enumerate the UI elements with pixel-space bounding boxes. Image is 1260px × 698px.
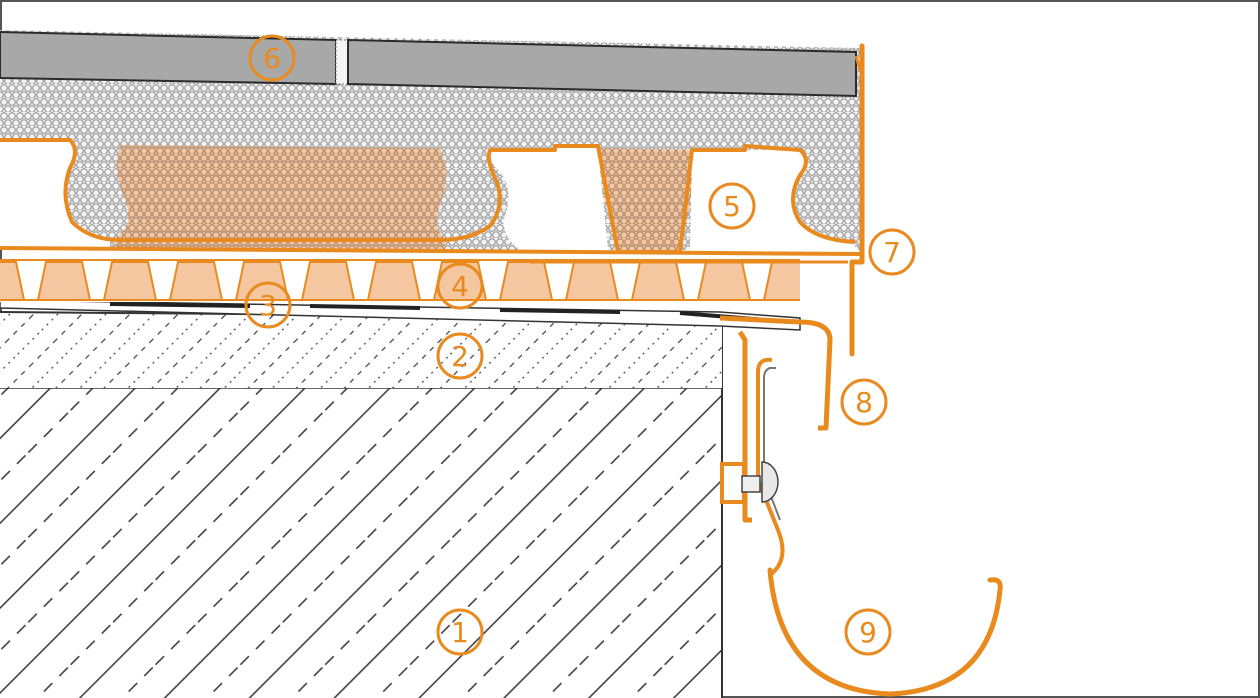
drip-edge-profile [719, 315, 833, 431]
callout-circle [248, 34, 296, 82]
callout-label: 4 [451, 270, 469, 303]
callout-label: 6 [263, 42, 281, 75]
drainage-stud [102, 261, 158, 301]
waterproofing-membrane [0, 299, 801, 331]
mortar-column-right [598, 148, 692, 252]
drainage-stud [630, 261, 686, 301]
callout-4: 4 [436, 262, 484, 310]
callout-circle [840, 378, 888, 426]
callout-3: 3 [244, 281, 292, 329]
callout-label: 9 [859, 616, 877, 649]
callout-2: 2 [436, 332, 484, 380]
callout-7: 7 [868, 228, 916, 276]
callout-label: 5 [723, 190, 741, 223]
support-cavity-left [0, 140, 110, 248]
mortar-column-left [115, 145, 446, 250]
support-mat-outline [0, 138, 856, 254]
callout-label: 8 [855, 386, 873, 419]
callout-5: 5 [708, 182, 756, 230]
drainage-stud [168, 261, 224, 301]
support-cavity-middle [488, 148, 608, 250]
callout-label: 1 [451, 616, 469, 649]
screed-layer [0, 312, 722, 388]
tile-joint [335, 39, 349, 85]
gutter [767, 567, 1003, 697]
callout-1: 1 [436, 608, 484, 656]
drainage-mat [0, 259, 800, 302]
callout-label: 2 [451, 340, 469, 373]
callout-circle [436, 262, 484, 310]
drainage-stud [366, 261, 422, 301]
screw-head [741, 475, 761, 493]
drainage-stud [36, 261, 92, 301]
callout-circle [436, 332, 484, 380]
callout-6: 6 [248, 34, 296, 82]
callout-markers: 1 2 3 4 5 6 7 8 9 [244, 34, 916, 656]
drainage-stud [696, 261, 752, 301]
drainage-stud [564, 261, 620, 301]
callout-label: 3 [259, 289, 277, 322]
support-cavity-right [690, 150, 855, 250]
callout-8: 8 [840, 378, 888, 426]
drainage-stud [762, 261, 800, 301]
callout-circle [708, 182, 756, 230]
tile-right [347, 38, 857, 98]
callout-circle [244, 281, 292, 329]
callout-label: 7 [883, 236, 901, 269]
callout-9: 9 [844, 608, 892, 656]
callout-circle [844, 608, 892, 656]
callout-circle [436, 608, 484, 656]
edge-trim-profile [849, 43, 865, 357]
drainage-stud [498, 261, 554, 301]
hanger-bracket [720, 462, 746, 504]
screw-dome [761, 461, 779, 503]
membrane-adhesive-strips [109, 302, 791, 324]
callout-circle [868, 228, 916, 276]
support-mat-base [0, 246, 861, 256]
drainage-stud [300, 261, 356, 301]
concrete-slab [0, 388, 722, 698]
hanger-inner-line [763, 367, 781, 521]
drip-profile-leg [737, 330, 752, 523]
